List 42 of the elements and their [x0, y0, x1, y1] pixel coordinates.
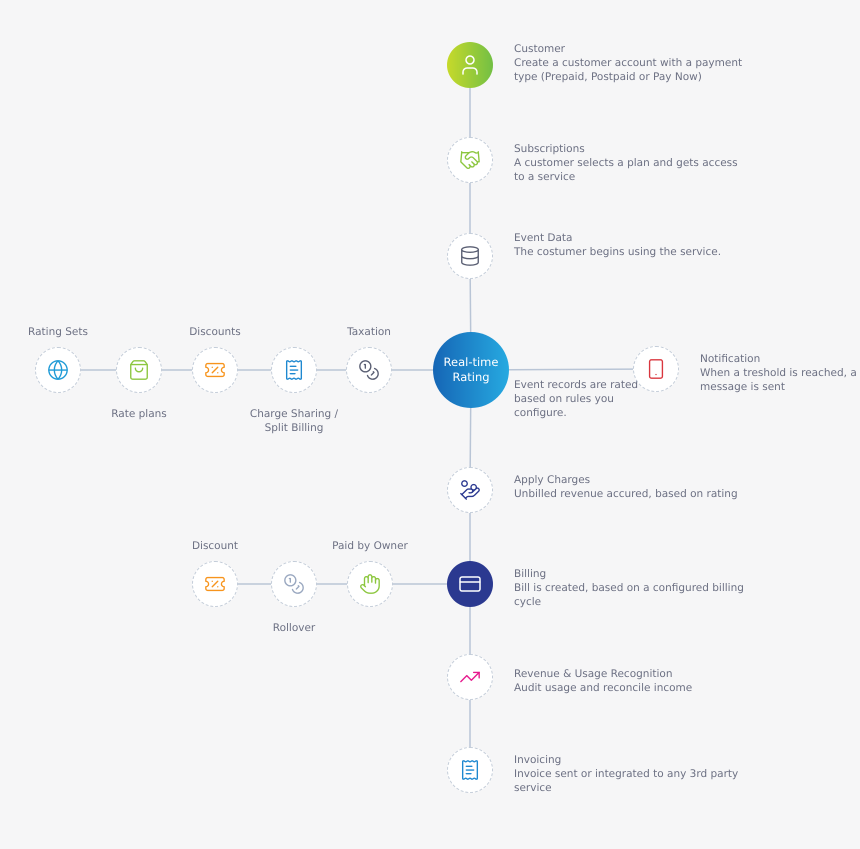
connector-line	[469, 700, 471, 747]
step-title: Charge Sharing / Split Billing	[248, 407, 340, 435]
connector-line	[392, 369, 433, 371]
step-description: Invoice sent or integrated to any 3rd party service	[514, 767, 740, 795]
step-title: Invoicing	[514, 753, 562, 767]
connector-line	[469, 88, 471, 137]
rating-note: Event records are rated based on rules you configure.	[514, 378, 640, 420]
step-title: Customer	[514, 42, 566, 56]
step-description: A customer selects a plan and gets access to a service	[514, 156, 739, 184]
step-title: Revenue & Usage Recognition	[514, 667, 674, 681]
step-title: Billing	[514, 567, 548, 581]
connector-line	[469, 408, 472, 467]
step-description: Unbilled revenue accured, based on rating	[514, 487, 739, 501]
step-title: Rollover	[272, 621, 316, 635]
connector-line	[469, 183, 471, 233]
step-title: Discounts	[188, 325, 242, 339]
step-description: Bill is created, based on a configured billing cycle	[514, 581, 744, 609]
hub-title: Real-time Rating	[442, 355, 500, 385]
connector-line	[81, 369, 116, 371]
connector-line	[469, 513, 471, 561]
step-description: When a treshold is reached, a message is sent	[700, 366, 858, 394]
connector-line	[162, 369, 192, 371]
connector-line	[469, 279, 472, 332]
connector-line	[317, 369, 346, 371]
step-title: Apply Charges	[514, 473, 592, 487]
step-title: Rate plans	[110, 407, 168, 421]
step-description: The costumer begins using the service.	[514, 245, 722, 259]
step-title: Notification	[700, 352, 762, 366]
connector-line	[317, 583, 347, 585]
connector-line	[238, 583, 271, 585]
step-description: Audit usage and reconcile income	[514, 681, 694, 695]
connector-line	[238, 369, 271, 371]
step-title: Event Data	[514, 231, 574, 245]
step-description: Create a customer account with a payment type (Prepaid, Postpaid or Pay Now)	[514, 56, 744, 84]
connector-line	[469, 607, 471, 654]
step-title: Taxation	[346, 325, 392, 339]
connector-line	[509, 368, 633, 371]
step-title: Subscriptions	[514, 142, 586, 156]
step-title: Paid by Owner	[331, 539, 409, 553]
step-title: Rating Sets	[27, 325, 89, 339]
step-title: Discount	[190, 539, 240, 553]
connector-line	[393, 583, 447, 585]
